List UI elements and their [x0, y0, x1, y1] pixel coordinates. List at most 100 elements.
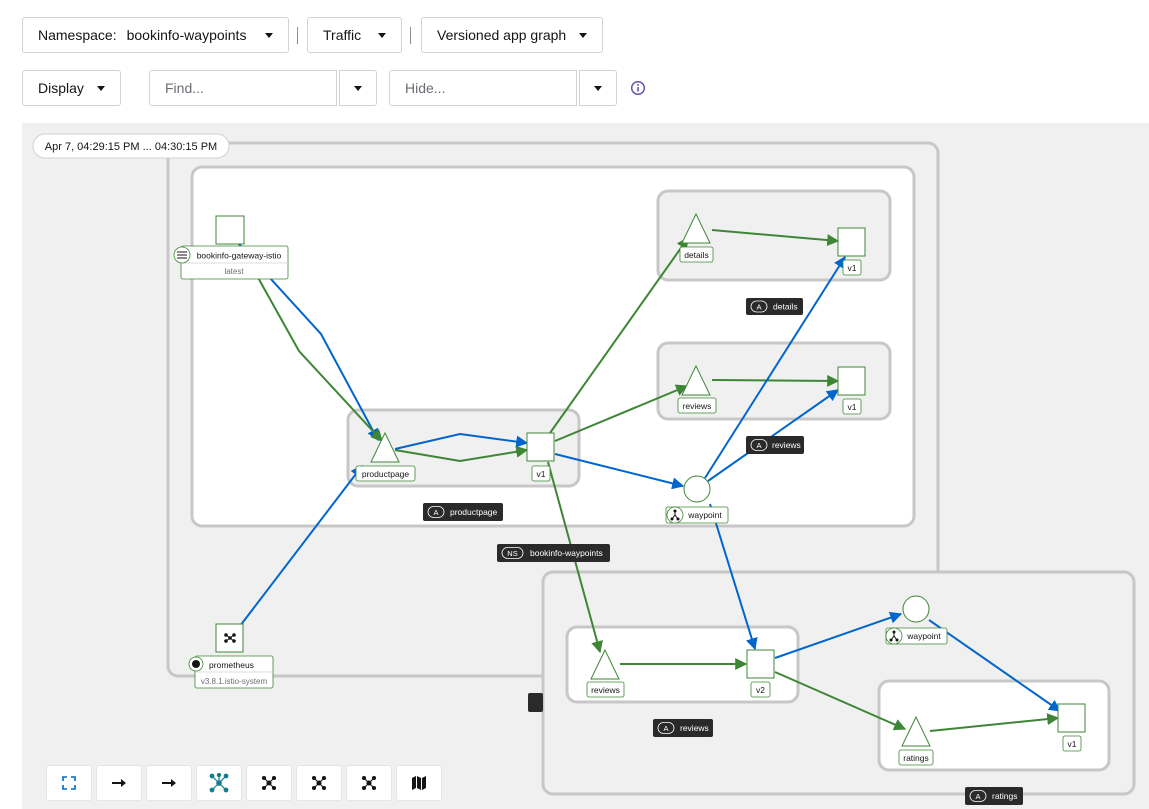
graph-canvas[interactable]: bookinfo-gateway-istio latest productpag…	[22, 123, 1149, 809]
legend-map-icon	[412, 776, 426, 790]
edge[interactable]	[711, 374, 840, 387]
display-dropdown[interactable]: Display	[22, 70, 121, 106]
node-reviews-v2[interactable]: v2	[746, 649, 775, 698]
node-ratings[interactable]: ratings	[898, 715, 934, 766]
node-label: waypoint	[906, 631, 941, 641]
edge[interactable]	[549, 237, 689, 434]
edge[interactable]	[774, 611, 903, 659]
edge[interactable]	[704, 255, 846, 479]
namespace-dropdown[interactable]: Namespace: bookinfo-waypoints	[22, 17, 289, 53]
external-icon	[192, 660, 200, 668]
box-label-reviews: A reviews	[746, 436, 804, 454]
edge[interactable]	[554, 384, 689, 442]
chevron-down-icon	[579, 32, 587, 38]
box-badge: A	[433, 508, 438, 517]
layout-arrow-icon	[162, 779, 176, 787]
layout-2-button[interactable]	[196, 765, 242, 801]
node-waypoint[interactable]: waypoint	[665, 475, 729, 524]
edge[interactable]	[774, 671, 907, 731]
node-sublabel: v3.8.1.istio-system	[201, 677, 268, 686]
chevron-down-icon	[97, 85, 105, 91]
layout-1-button[interactable]	[146, 765, 192, 801]
edge[interactable]	[394, 445, 529, 463]
node-ratings-v1[interactable]: v1	[1057, 703, 1086, 752]
chevron-down-icon	[354, 85, 362, 91]
chevron-down-icon	[265, 32, 273, 38]
edge[interactable]	[255, 273, 383, 442]
edge[interactable]	[239, 465, 363, 627]
box-label-details: A details	[746, 298, 803, 315]
find-history-dropdown[interactable]	[339, 70, 377, 106]
layout-5-button[interactable]	[346, 765, 392, 801]
node-label: reviews	[683, 401, 712, 411]
layout-arrow-icon	[112, 779, 126, 787]
toolbar-divider	[297, 27, 298, 44]
node-reviews-lower[interactable]: reviews	[586, 648, 625, 698]
layout-grid-icon	[311, 775, 327, 791]
node-label: v1	[848, 263, 857, 273]
node-productpage-v1[interactable]: v1	[526, 432, 555, 482]
graph-type-label: Versioned app graph	[437, 27, 567, 43]
hide-history-dropdown[interactable]	[579, 70, 617, 106]
node-label: v1	[848, 402, 857, 412]
box-label-bookinfo-waypoints: NS bookinfo-waypoints	[497, 544, 610, 562]
topology-graph: bookinfo-gateway-istio latest productpag…	[32, 133, 1136, 805]
layout-default-button[interactable]	[96, 765, 142, 801]
fit-to-screen-icon	[62, 776, 76, 790]
box-label-text: reviews	[680, 723, 709, 733]
box-badge: A	[756, 303, 761, 312]
toolbar-divider	[410, 27, 411, 44]
node-sublabel: latest	[224, 267, 244, 276]
hide-input[interactable]	[389, 70, 577, 106]
box-label-text: reviews	[772, 440, 801, 450]
namespace-label: Namespace:	[38, 27, 117, 43]
traffic-label: Traffic	[323, 27, 362, 43]
edge[interactable]	[709, 503, 758, 651]
box-label-ratings: A ratings	[965, 787, 1023, 805]
fit-to-screen-button[interactable]	[46, 765, 92, 801]
node-prometheus[interactable]: prometheus v3.8.1.istio-system	[188, 623, 274, 689]
node-label: ratings	[903, 753, 929, 763]
box-label-text: details	[773, 302, 798, 312]
node-details-v1[interactable]: v1	[837, 227, 866, 276]
edge[interactable]	[707, 389, 839, 482]
node-label: bookinfo-gateway-istio	[197, 251, 282, 261]
layout-concentric-icon	[361, 775, 377, 791]
node-label: prometheus	[209, 660, 254, 670]
graph-type-dropdown[interactable]: Versioned app graph	[421, 17, 603, 53]
box-label-partial	[528, 693, 543, 712]
time-range-label: Apr 7, 04:29:15 PM ... 04:30:15 PM	[32, 133, 230, 159]
box-label-text: productpage	[450, 507, 498, 517]
node-waypoint-lower[interactable]: waypoint	[885, 595, 948, 645]
box-badge: NS	[507, 549, 517, 558]
layout-dagre-icon	[209, 773, 229, 793]
layout-3-button[interactable]	[246, 765, 292, 801]
edge[interactable]	[394, 432, 529, 450]
box-label-text: ratings	[992, 791, 1018, 801]
edge[interactable]	[554, 453, 685, 490]
node-reviews-v1[interactable]: v1	[837, 366, 866, 415]
box-label-text: bookinfo-waypoints	[530, 548, 603, 558]
edge[interactable]	[928, 619, 1061, 712]
node-details[interactable]: details	[679, 212, 714, 263]
box-badge: A	[756, 441, 761, 450]
node-label: productpage	[362, 469, 410, 479]
info-icon[interactable]	[630, 80, 646, 96]
box-badge: A	[975, 792, 980, 801]
layout-4-button[interactable]	[296, 765, 342, 801]
find-input[interactable]	[149, 70, 337, 106]
chevron-down-icon	[378, 32, 386, 38]
traffic-dropdown[interactable]: Traffic	[307, 17, 402, 53]
edge[interactable]	[711, 229, 840, 247]
node-label: waypoint	[687, 510, 722, 520]
box-badge: A	[663, 724, 668, 733]
node-productpage[interactable]: productpage	[355, 431, 416, 482]
box-label-productpage: A productpage	[423, 503, 503, 521]
node-reviews[interactable]: reviews	[677, 364, 717, 414]
prometheus-workload-icon	[224, 633, 236, 643]
chevron-down-icon	[594, 85, 602, 91]
node-bookinfo-gateway-istio[interactable]: bookinfo-gateway-istio latest	[173, 215, 289, 280]
legend-button[interactable]	[396, 765, 442, 801]
edge[interactable]	[929, 713, 1060, 732]
node-label: v2	[756, 685, 765, 695]
